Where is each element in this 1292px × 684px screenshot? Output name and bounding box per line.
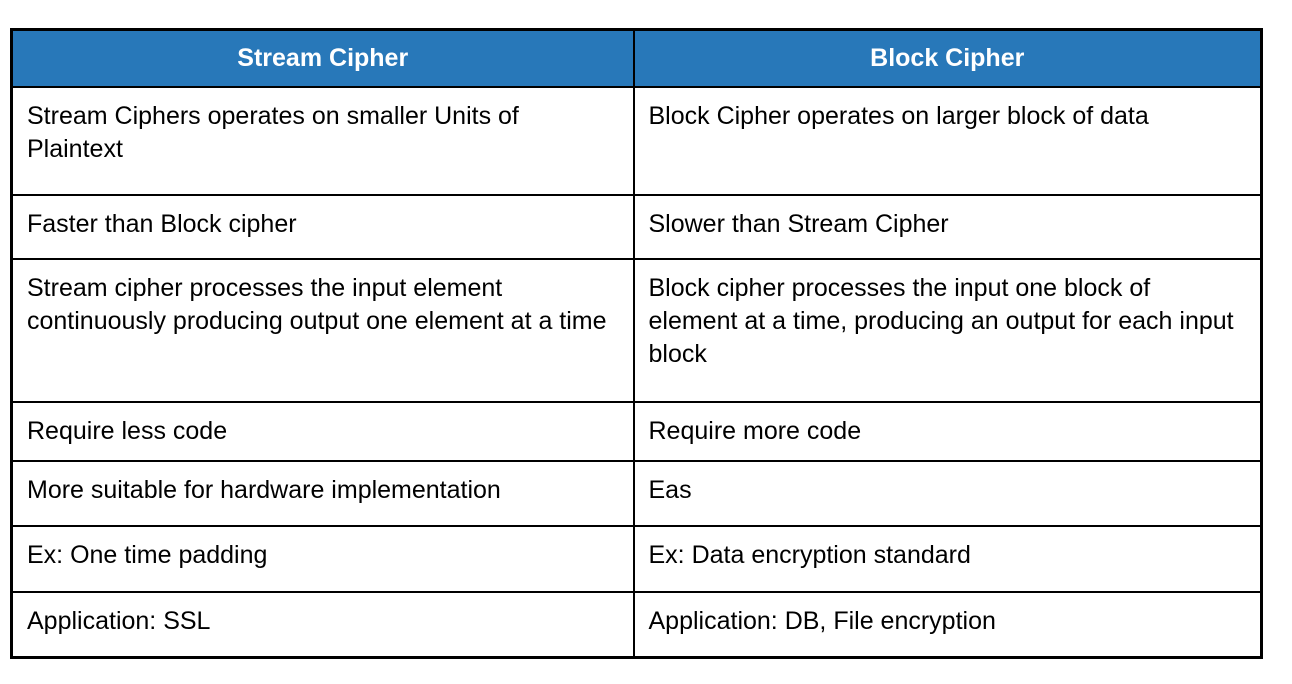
cell-block-cipher: Application: DB, File encryption [632, 591, 1263, 658]
table-row: Ex: One time padding Ex: Data encryption… [10, 525, 1263, 593]
cell-block-cipher: Block Cipher operates on larger block of… [632, 86, 1263, 196]
cell-block-cipher: Ex: Data encryption standard [632, 525, 1263, 593]
comparison-table-container: Stream Cipher Block Cipher Stream Cipher… [10, 28, 1263, 659]
column-header-block-cipher: Block Cipher [632, 28, 1263, 88]
cell-stream-cipher: Application: SSL [10, 591, 635, 658]
table-row: Application: SSL Application: DB, File e… [10, 591, 1263, 658]
table-header-row: Stream Cipher Block Cipher [10, 28, 1263, 88]
cell-stream-cipher: Require less code [10, 401, 635, 462]
table-row: More suitable for hardware implementatio… [10, 460, 1263, 527]
cell-stream-cipher: Stream Ciphers operates on smaller Units… [10, 86, 635, 196]
table-body: Stream Ciphers operates on smaller Units… [10, 86, 1263, 658]
table-row: Stream cipher processes the input elemen… [10, 258, 1263, 403]
cell-block-cipher: Eas [632, 460, 1263, 527]
cell-stream-cipher: Faster than Block cipher [10, 194, 635, 260]
table-row: Stream Ciphers operates on smaller Units… [10, 86, 1263, 196]
column-header-stream-cipher: Stream Cipher [10, 28, 635, 88]
cell-block-cipher: Require more code [632, 401, 1263, 462]
cell-block-cipher: Block cipher processes the input one blo… [632, 258, 1263, 403]
cell-stream-cipher: More suitable for hardware implementatio… [10, 460, 635, 527]
cell-stream-cipher: Ex: One time padding [10, 525, 635, 593]
table-row: Faster than Block cipher Slower than Str… [10, 194, 1263, 260]
cell-block-cipher: Slower than Stream Cipher [632, 194, 1263, 260]
table-row: Require less code Require more code [10, 401, 1263, 462]
cell-stream-cipher: Stream cipher processes the input elemen… [10, 258, 635, 403]
comparison-table: Stream Cipher Block Cipher Stream Cipher… [10, 28, 1263, 659]
